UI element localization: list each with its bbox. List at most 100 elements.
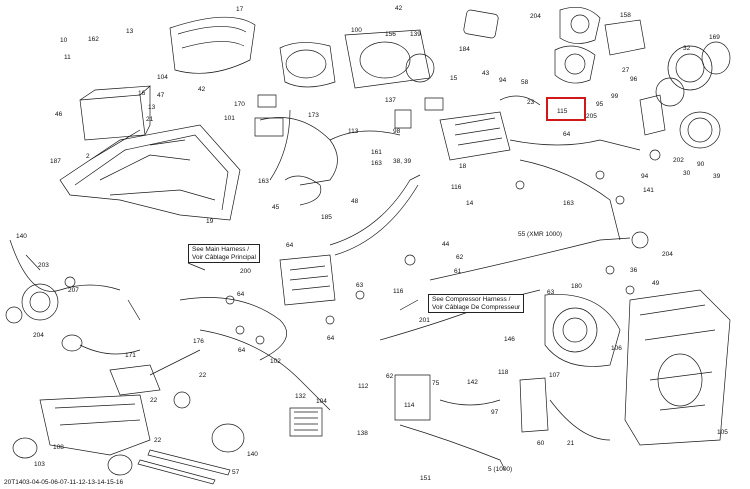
highlight-box	[546, 97, 586, 121]
callout: 5 (1000)	[488, 466, 513, 473]
callout: 90	[697, 161, 705, 168]
callout: 11	[64, 54, 71, 61]
callout: 30	[683, 170, 691, 177]
callout: 158	[620, 12, 631, 19]
callout: 95	[596, 101, 604, 108]
callout: 204	[530, 13, 541, 20]
callout: 42	[198, 86, 206, 93]
callout: 61	[454, 268, 462, 275]
callout: 99	[611, 93, 619, 100]
callout: 102	[270, 358, 281, 365]
callout: 75	[432, 380, 440, 387]
callout: 94	[499, 77, 507, 84]
callout: 107	[549, 372, 560, 379]
callout: 105	[717, 429, 728, 436]
ring-housing-part	[668, 46, 712, 90]
callout: 13	[126, 28, 134, 35]
callout: 23	[527, 99, 535, 106]
callout: 161	[371, 149, 382, 156]
callout: 112	[358, 383, 369, 390]
callout: 62	[386, 373, 394, 380]
display-housing-part	[345, 30, 430, 88]
callout: 184	[459, 46, 470, 53]
callout: 96	[630, 76, 638, 83]
callout: 201	[419, 317, 430, 324]
callout: 42	[395, 5, 403, 12]
bumper-part	[40, 395, 150, 455]
callout: 16	[138, 90, 146, 97]
callout: 139	[410, 31, 421, 38]
winch-motor-part	[560, 7, 600, 43]
callout: 204	[33, 332, 44, 339]
display-unit-part	[463, 9, 499, 38]
callout: 101	[224, 115, 235, 122]
callout: 202	[673, 157, 684, 164]
callout: 64	[563, 131, 571, 138]
callout: 113	[348, 128, 359, 135]
seat-cover-part	[170, 17, 255, 73]
callout: 104	[316, 398, 327, 405]
callout: 32	[683, 45, 691, 52]
callout: 171	[125, 352, 136, 359]
callout: 2	[86, 153, 90, 160]
callout: 103	[34, 461, 45, 468]
callout: 118	[498, 369, 509, 376]
compressor-part	[545, 294, 620, 366]
callout: 27	[622, 67, 630, 74]
callout: 57	[232, 469, 240, 476]
main-frame-part	[60, 125, 240, 220]
callout: 137	[385, 97, 396, 104]
callout: 63	[356, 282, 364, 289]
callout: 10	[60, 37, 68, 44]
callout: 64	[238, 347, 246, 354]
callout: 187	[50, 158, 61, 165]
callout: 38, 39	[393, 158, 412, 165]
callout: 205	[586, 113, 597, 120]
callout: 49	[652, 280, 660, 287]
callout: 173	[308, 112, 319, 119]
callout: 21	[146, 116, 154, 123]
callout: 64	[327, 335, 335, 342]
compressor-harness-note-line2: Voir Câblage De Compresseur	[432, 303, 521, 311]
callout: 106	[611, 345, 622, 352]
callout: 141	[643, 187, 654, 194]
callout: 17	[236, 6, 244, 13]
callout: 116	[393, 288, 404, 295]
callout: 176	[193, 338, 204, 345]
main-harness-note-line2: Voir Câblage Principal	[192, 253, 256, 261]
callout: 94	[641, 173, 649, 180]
callout: 22	[199, 372, 207, 379]
regulator-part	[290, 408, 322, 436]
control-module-part	[440, 112, 510, 160]
callout: 169	[709, 34, 720, 41]
callout: 58	[521, 79, 529, 86]
callout: 60	[537, 440, 545, 447]
callout: 200	[240, 268, 251, 275]
callout: 43	[482, 70, 490, 77]
bracket-part	[625, 290, 730, 445]
callout: 22	[150, 397, 158, 404]
callout: 115	[557, 108, 568, 115]
callout: 116	[451, 184, 462, 191]
callout: 204	[662, 251, 673, 258]
callout: 39	[713, 173, 721, 180]
callout: 13	[148, 104, 156, 111]
callout: 98	[393, 128, 401, 135]
callout: 180	[571, 283, 582, 290]
callout: 185	[321, 214, 332, 221]
main-harness-note-line1: See Main Harness /	[192, 246, 250, 253]
callout: 170	[234, 101, 245, 108]
callout: 21	[567, 440, 575, 447]
callout: 47	[157, 92, 165, 99]
callout: 64	[286, 242, 294, 249]
callout: 14	[466, 200, 474, 207]
callout: 203	[38, 262, 49, 269]
callout: 36	[630, 267, 638, 274]
callout: 63	[547, 289, 555, 296]
callout: 55 (XMR 1000)	[518, 231, 563, 238]
callout: 18	[459, 163, 467, 170]
callout: 207	[68, 287, 79, 294]
compressor-harness-note-line1: See Compressor Harness /	[432, 296, 511, 303]
compressor-harness-note: See Compressor Harness / Voir Câblage De…	[428, 294, 525, 313]
